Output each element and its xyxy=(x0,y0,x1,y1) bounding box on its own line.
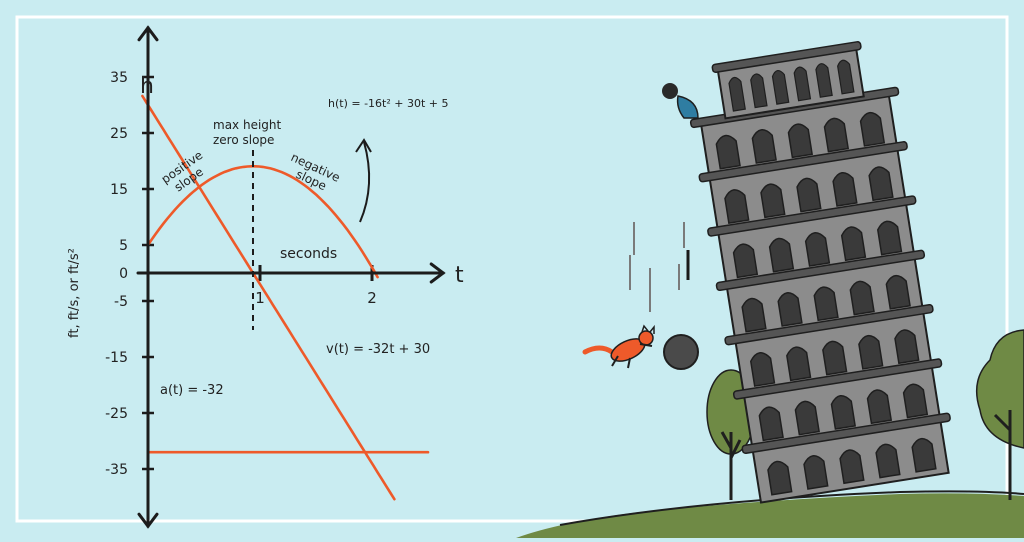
y-tick-label: -25 xyxy=(105,406,128,422)
x-tick-label: 1 xyxy=(255,289,265,307)
x-tick-label: 2 xyxy=(367,289,377,307)
y-tick-label: -35 xyxy=(105,462,128,478)
y-tick-label: 25 xyxy=(110,126,128,142)
y-axis-unit-label: ft, ft/s, or ft/s² xyxy=(67,248,82,338)
kinematics-chart: 35 25 15 5 0 -5 -15 -25 -35 1 2 h t ft, ft/s, or f… xyxy=(67,25,464,529)
hill-outline xyxy=(559,490,1024,526)
a-formula-label: a(t) = -32 xyxy=(160,383,224,398)
y-axis-arrow-bottom xyxy=(137,512,159,529)
person-icon xyxy=(662,83,699,119)
y-tick-label: 0 xyxy=(119,266,128,282)
frame-border xyxy=(15,15,1009,523)
v-formula-label: v(t) = -32t + 30 xyxy=(326,342,430,357)
y-tick-label: 5 xyxy=(119,238,128,254)
y-axis-letter: h xyxy=(140,74,154,99)
seconds-label: seconds xyxy=(280,246,337,262)
series-line-1 xyxy=(141,94,396,501)
zero-slope-label: zero slope xyxy=(213,133,274,147)
motion-streaks xyxy=(629,222,685,312)
y-tick-label: -15 xyxy=(105,350,128,366)
series-line-0 xyxy=(146,165,379,279)
tree-icon xyxy=(975,329,1024,500)
y-tick-label: 35 xyxy=(110,70,128,86)
grass-hill xyxy=(516,493,1024,538)
leaning-tower-icon xyxy=(689,41,951,504)
curved-arrow xyxy=(359,141,371,223)
y-tick-label: -5 xyxy=(114,294,128,310)
max-height-label: max height xyxy=(213,118,282,132)
falling-ball-icon xyxy=(663,334,699,370)
h-formula-label: h(t) = -16t² + 30t + 5 xyxy=(328,97,449,110)
chart-series xyxy=(141,94,430,501)
curved-arrow-head xyxy=(355,138,372,153)
y-tick-label: 15 xyxy=(110,182,128,198)
x-axis-arrow xyxy=(429,262,446,284)
axis-ticks: 35 25 15 5 0 -5 -15 -25 -35 1 2 xyxy=(105,70,377,478)
cat-icon xyxy=(582,324,655,369)
x-axis-letter: t xyxy=(455,263,464,288)
y-axis-arrow-top xyxy=(137,25,159,42)
